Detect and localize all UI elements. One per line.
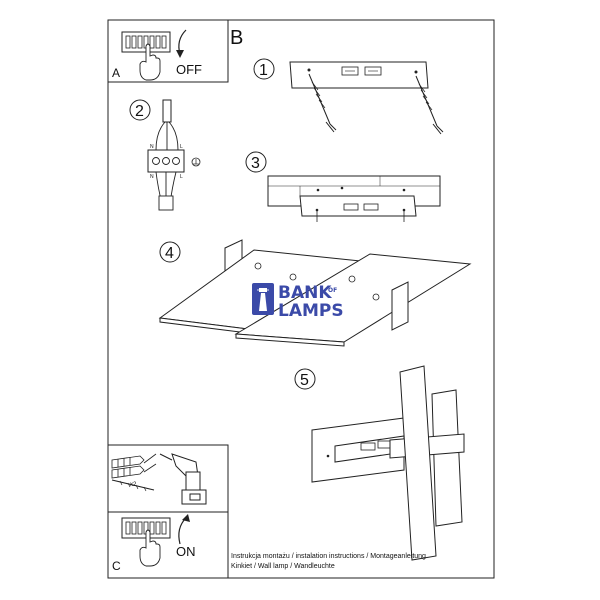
step-4-number: 4 xyxy=(165,245,174,262)
panel-a-letter: A xyxy=(112,66,120,80)
rotate-arrow-icon xyxy=(176,29,187,58)
step-2-circle xyxy=(129,99,151,121)
wire-n-bottom: N xyxy=(150,174,154,180)
mounting-bracket xyxy=(289,61,429,89)
back-bracket-right xyxy=(391,281,409,331)
hand-icon xyxy=(139,529,161,567)
step-5-number: 5 xyxy=(300,372,309,389)
step-3-circle xyxy=(245,151,267,173)
fuse-box-icon xyxy=(121,31,171,53)
wire-l-top: L xyxy=(180,144,183,150)
panel-c: C ON xyxy=(107,511,229,579)
screw-icon xyxy=(111,479,155,492)
drill-icon xyxy=(159,453,207,505)
step-2: 2 N L N L xyxy=(129,99,201,211)
step-3-number: 3 xyxy=(251,155,260,172)
shade-plate-right xyxy=(234,253,472,347)
step-4: 4 BANK OF LAMPS xyxy=(158,239,472,347)
step-5-circle xyxy=(294,368,316,390)
shade-front-panel xyxy=(399,365,437,561)
step-5: 5 xyxy=(294,365,465,561)
logo-small-word: OF xyxy=(328,287,337,294)
hand-icon xyxy=(139,43,161,81)
power-cable xyxy=(155,99,179,151)
wire-n-top: N xyxy=(150,144,154,150)
lamp-wires xyxy=(155,171,177,211)
shade-back-panel xyxy=(431,389,463,527)
terminal-block xyxy=(147,149,185,173)
bracket-front xyxy=(299,195,417,222)
ground-icon xyxy=(191,157,201,167)
screw-icon xyxy=(308,73,337,133)
rotate-arrow-icon xyxy=(178,514,190,545)
step-2-number: 2 xyxy=(135,103,144,120)
step-4-circle xyxy=(159,241,181,263)
logo-watermark: BANK OF LAMPS xyxy=(252,283,344,321)
logo-line-2: LAMPS xyxy=(278,301,344,321)
tools-panel-frame xyxy=(107,444,229,513)
plate-screws xyxy=(254,262,380,301)
panel-c-letter: C xyxy=(112,559,121,573)
caption-line-1: Instrukcja montażu / instalation instruc… xyxy=(231,553,426,560)
logo-line-1: BANK xyxy=(278,283,332,303)
off-label: OFF xyxy=(176,62,202,77)
step-1-number: 1 xyxy=(259,62,268,79)
lighthouse-icon xyxy=(252,283,274,315)
tools-panel: x2 xyxy=(107,444,229,513)
screw-icon xyxy=(415,75,444,135)
step-1: 1 xyxy=(253,58,444,135)
panel-b-letter: B xyxy=(230,27,243,49)
step-1-circle xyxy=(253,58,275,80)
wall-plug-icon xyxy=(111,453,157,479)
caption-line-2: Kinkiet / Wall lamp / Wandleuchte xyxy=(231,563,335,570)
panel-a: A OFF xyxy=(107,19,229,83)
sheet-frame xyxy=(107,19,495,579)
panel-c-frame xyxy=(107,511,229,579)
panel-a-frame xyxy=(107,19,229,83)
step-3: 3 xyxy=(245,151,441,222)
on-label: ON xyxy=(176,544,196,559)
wire-l-bottom: L xyxy=(180,174,183,180)
